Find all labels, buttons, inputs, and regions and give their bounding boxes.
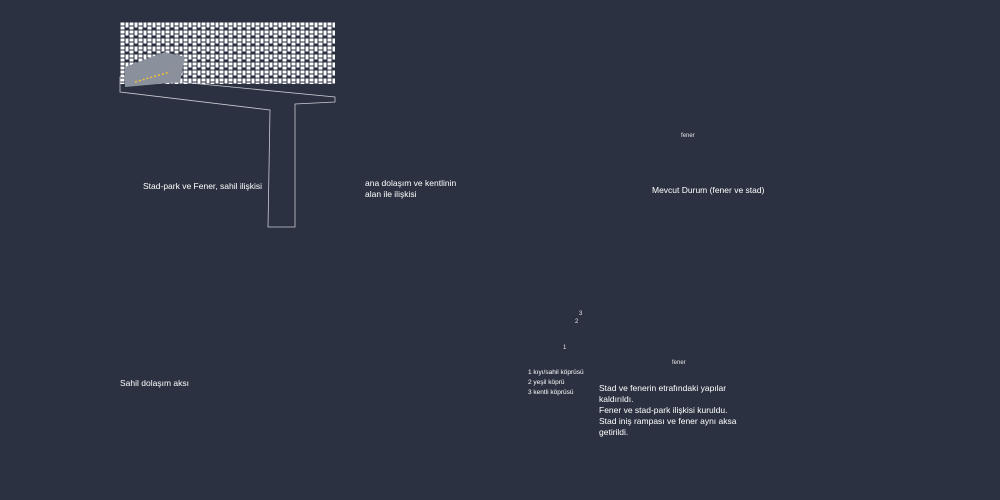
panel-3-fener-label: fener (681, 133, 695, 139)
panel-6-caption-line-5: getirildi. (599, 427, 629, 437)
panel-6-fener-label: fener (672, 360, 686, 366)
panel-6-caption-line-2: kaldırıldı. (599, 394, 634, 404)
green-zone (125, 52, 185, 87)
panel-1-stad-park-fener (119, 22, 336, 228)
panel-5-legend-2: 2 yeşil köprü (528, 379, 565, 386)
panel-1-caption: Stad-park ve Fener, sahil ilişkisi (143, 181, 263, 191)
site-outline (119, 76, 336, 228)
panel-6-caption-line-3: Fener ve stad-park ilişkisi kuruldu. (599, 405, 728, 415)
panel-6-caption-line-4: Stad iniş rampası ve fener aynı aksa (599, 416, 737, 426)
panel-2-caption-line-1: ana dolaşım ve kentlinin (365, 178, 457, 188)
panel-5-legend-1: 1 kıyı/sahil köprüsü (528, 369, 584, 376)
panel-5-number-1: 1 (563, 345, 567, 351)
panel-5-number-2: 2 (575, 319, 579, 325)
panel-5-number-3: 3 (579, 311, 583, 317)
panel-2-caption-line-2: alan ile ilişkisi (365, 189, 417, 199)
panel-3-caption: Mevcut Durum (fener ve stad) (652, 185, 765, 195)
panel-4-caption: Sahil dolaşım aksı (120, 378, 189, 388)
panel-5-legend-3: 3 kentli köprüsü (528, 389, 574, 396)
panel-6-caption-line-1: Stad ve fenerin etrafındaki yapılar (599, 383, 727, 393)
